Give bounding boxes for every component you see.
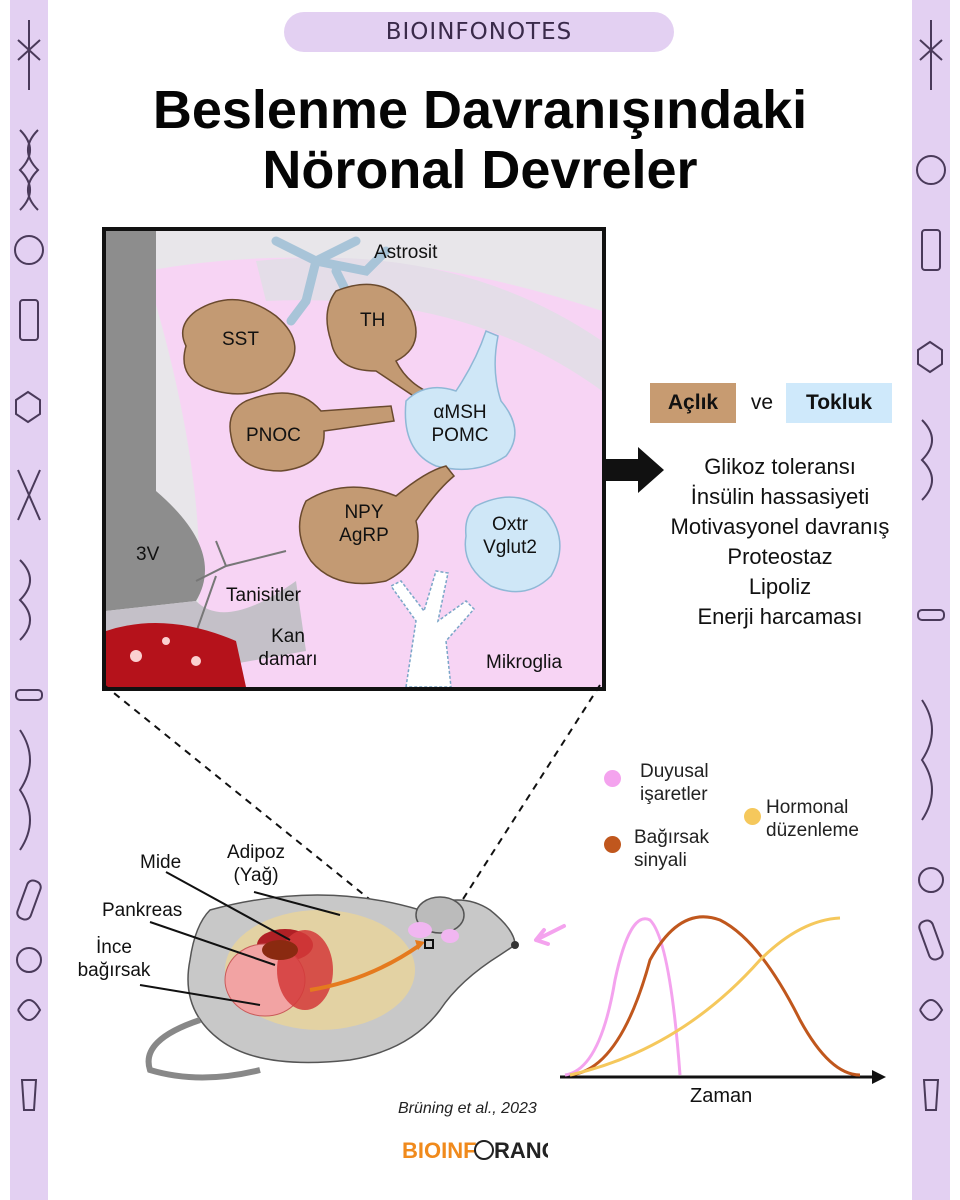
satiety-badge: Tokluk (786, 383, 892, 423)
gut-line-1: Bağırsak (634, 827, 709, 848)
x-axis-label: Zaman (690, 1085, 753, 1107)
title-line-1: Beslenme Davranışındaki (152, 80, 808, 140)
states-joiner: ve (740, 383, 784, 423)
intestine-line-2: bağırsak (77, 960, 151, 981)
brand-text: BIOINFONOTES (385, 19, 573, 45)
blood-vessel-label: Kan damarı (248, 625, 328, 671)
science-doodles-icon (14, 20, 44, 1111)
intestine-label: İnce bağırsak (72, 936, 156, 982)
satiety-label: Tokluk (805, 391, 873, 414)
mouse-illustration (145, 894, 519, 1081)
microglia-icon (389, 570, 476, 687)
page-title: Beslenme Davranışındaki Nöronal Devreler (80, 80, 880, 200)
pnoc-neuron-icon (229, 392, 395, 472)
sensory-legend-dot (604, 770, 621, 787)
title-line-2: Nöronal Devreler (262, 140, 698, 200)
microglia-label: Mikroglia (486, 652, 563, 673)
series-line (569, 915, 861, 1077)
science-doodles-icon (916, 20, 946, 1111)
hormonal-line-1: Hormonal (766, 797, 849, 818)
logo-text-1: BIOINF (402, 1138, 477, 1163)
astrocyte-label: Astrosit (374, 242, 438, 263)
effect-item: Proteostaz (727, 544, 833, 569)
intestine-line-1: İnce (96, 937, 132, 958)
pomc-text: POMC (431, 425, 489, 446)
logo-o-icon (474, 1140, 494, 1160)
hypothalamus-panel: Astrosit SST TH PNOC αMSH POMC NPY AgRP … (102, 227, 606, 691)
effect-item: Glikoz toleransı (704, 454, 856, 479)
effects-list: Glikoz toleransı İnsülin hassasiyeti Mot… (636, 452, 924, 632)
effect-item: Motivasyonel davranış (670, 514, 890, 539)
oxtr-vglut2-neuron-icon (464, 496, 561, 593)
sensory-arrow-icon (534, 924, 566, 946)
adipose-line-1: Adipoz (226, 842, 286, 863)
oxtr-vglut2-label: Oxtr Vglut2 (480, 513, 540, 559)
hormonal-legend-label: Hormonal düzenleme (766, 796, 859, 842)
npy-agrp-neuron-icon (298, 465, 456, 585)
right-arrow-icon (606, 447, 664, 493)
hormonal-legend-dot (744, 808, 761, 825)
adipose-line-2: (Yağ) (233, 865, 279, 886)
vessel-line-1: Kan (271, 626, 305, 647)
signal-time-chart (560, 915, 886, 1084)
hypothalamus-illustration (106, 231, 602, 687)
vglut2-text: Vglut2 (483, 537, 537, 558)
sst-label: SST (222, 329, 259, 350)
logo-mark: BIOINF RANGE (402, 1138, 573, 1163)
hunger-label: Açlık (667, 391, 719, 414)
pnoc-label: PNOC (246, 425, 301, 446)
vessel-line-2: damarı (258, 649, 318, 670)
oxtr-text: Oxtr (492, 514, 528, 535)
tanycyte-label: Tanisitler (226, 585, 301, 606)
sensory-line-1: Duyusal (640, 761, 709, 782)
pancreas-label: Pankreas (102, 900, 183, 921)
pomc-neuron-icon (404, 329, 516, 471)
series-line (569, 916, 841, 1077)
pomc-label: αMSH POMC (430, 401, 490, 447)
right-decorative-strip (912, 0, 950, 1200)
amsh-text: αMSH (433, 402, 487, 423)
gut-line-2: sinyali (634, 850, 687, 871)
brand-banner: BIOINFONOTES (284, 12, 674, 52)
bioinforange-logo: BIOINF RANGE (398, 1128, 573, 1170)
sensory-line-2: işaretler (640, 784, 708, 805)
left-decorative-strip (10, 0, 48, 1200)
agrp-text: AgRP (339, 525, 389, 546)
blood-vessel-icon (106, 623, 246, 687)
hunger-badge: Açlık (650, 383, 736, 423)
effect-item: Lipoliz (748, 574, 812, 599)
astrocyte-icon (271, 236, 391, 326)
ventricle-label: 3V (136, 544, 160, 565)
sst-neuron-icon (181, 299, 296, 395)
effect-item: Enerji harcaması (697, 604, 863, 629)
th-label: TH (360, 310, 386, 331)
gut-legend-label: Bağırsak sinyali (634, 826, 709, 872)
npy-agrp-label: NPY AgRP (334, 501, 394, 547)
adipose-label: Adipoz (Yağ) (216, 841, 296, 887)
gut-legend-dot (604, 836, 621, 853)
series-line (564, 917, 682, 1077)
logo-text-2: RANGE (494, 1138, 548, 1163)
hormonal-line-2: düzenleme (766, 820, 859, 841)
x-axis-arrow-icon (872, 1070, 886, 1084)
citation: Brüning et al., 2023 (398, 1100, 537, 1117)
effect-item: İnsülin hassasiyeti (690, 484, 870, 509)
stomach-label: Mide (140, 852, 182, 873)
sensory-legend-label: Duyusal işaretler (640, 760, 709, 806)
joiner-label: ve (750, 391, 774, 414)
npy-text: NPY (344, 502, 384, 523)
